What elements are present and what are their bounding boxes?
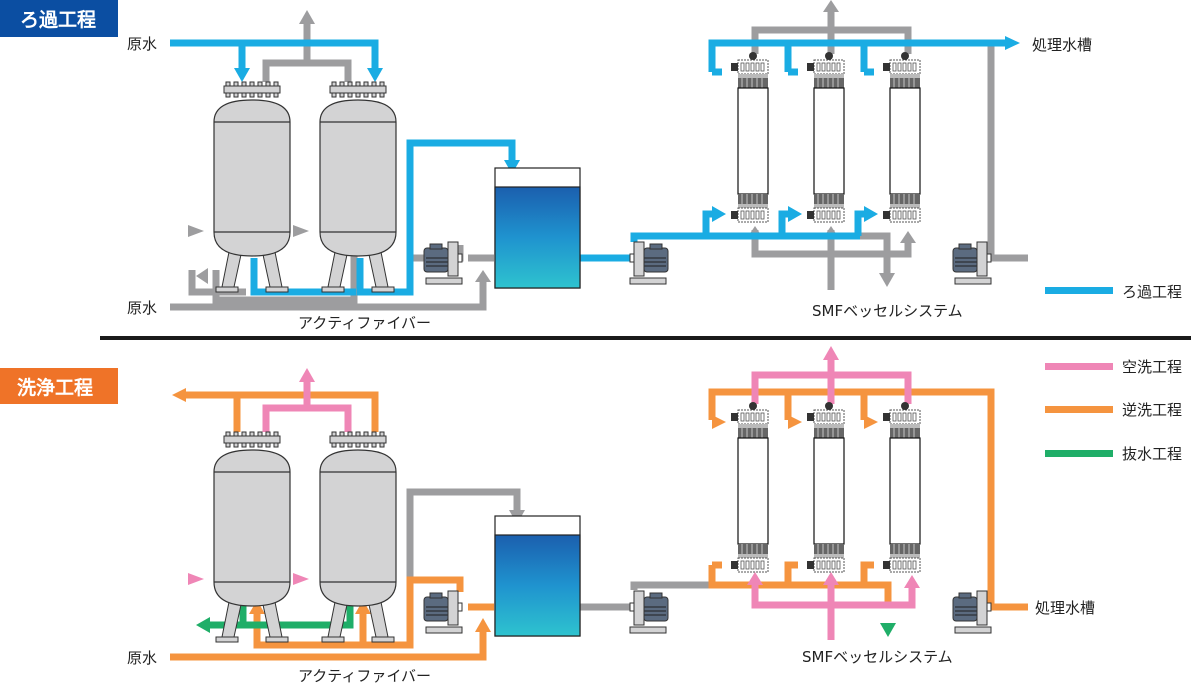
feed-pump-wash [423,590,463,634]
active-fiber-label: アクティファイバー [298,314,431,332]
smf-vessel-3-wash [882,401,921,573]
legend-swatch-filtration [1045,287,1113,294]
washing-title: 洗浄工程 [17,376,93,399]
legend-swatch-backwash [1045,406,1113,413]
backwash-pump [952,241,992,285]
backwash-pump-wash [952,590,992,634]
filtration-title-badge [0,0,118,37]
treated-water-tank-label-wash: 処理水槽 [1035,599,1095,617]
idle-pipes-bottom [406,488,712,611]
filtration-title: ろ過工程 [20,9,96,31]
smf-vessel-system-label-wash: SMFベッセルシステム [802,648,953,666]
smf-pump-wash [629,590,669,634]
smf-pump [629,241,669,285]
backwash-arrows [172,388,878,632]
washing-panel: 洗浄工程 [0,346,1095,685]
treated-water-tank-label: 処理水槽 [1032,36,1092,54]
legend-swatch-drain [1045,450,1113,457]
washing-title-badge [0,368,118,404]
smf-vessel-3 [882,51,921,223]
active-fiber-label-wash: アクティファイバー [298,667,431,685]
raw-water-label-top: 原水 [127,35,157,53]
panel-divider [100,336,1191,340]
legend-label-backwash: 逆洗工程 [1122,401,1182,419]
drain-arrows [196,617,896,637]
filtration-arrows [234,36,1020,222]
buffer-tank-water [494,186,581,289]
airwash-pipes [262,360,916,640]
airwash-arrows [188,346,920,588]
legend-swatch-airwash [1045,363,1113,370]
buffer-tank-water-wash [494,534,581,637]
backwash-pipes [170,388,1028,661]
smf-vessel-2-wash [806,401,845,573]
smf-vessel-2 [806,51,845,223]
smf-vessel-system-label: SMFベッセルシステム [812,302,963,320]
feed-pump [423,241,463,285]
smf-vessel-1 [730,51,769,223]
raw-water-label-wash: 原水 [127,649,157,667]
filtration-panel: ろ過工程 [0,0,1092,332]
legend-label-airwash: 空洗工程 [1122,358,1182,376]
smf-vessel-1-wash [730,401,769,573]
legend-label-drain: 抜水工程 [1122,445,1182,463]
legend: ろ過工程 空洗工程 逆洗工程 抜水工程 [1045,283,1182,463]
filtration-pipes [170,39,1005,296]
raw-water-label-bottom: 原水 [127,299,157,317]
legend-label-filtration: ろ過工程 [1122,283,1182,301]
